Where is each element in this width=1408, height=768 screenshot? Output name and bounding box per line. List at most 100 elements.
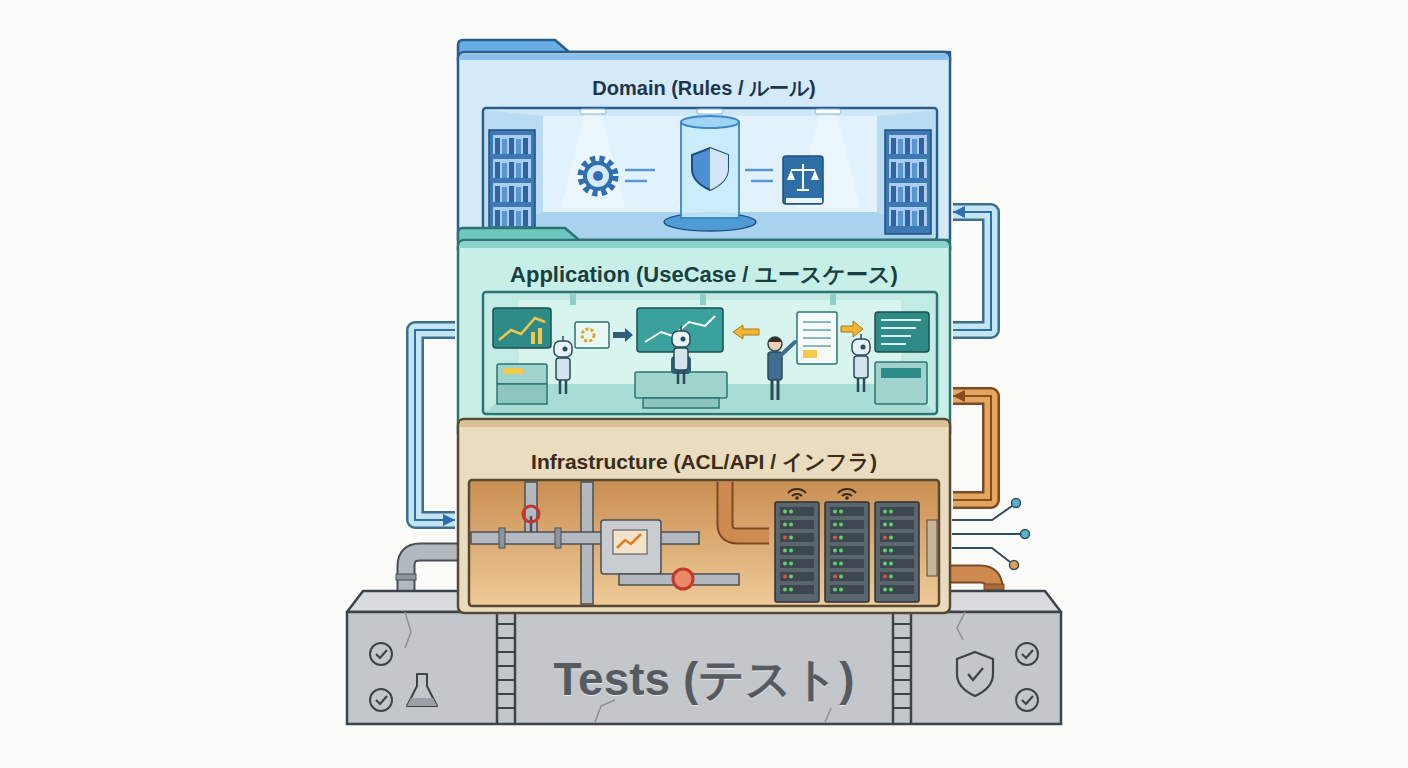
console	[875, 362, 927, 404]
illustration-part	[919, 186, 924, 202]
ceiling-fixture	[830, 293, 836, 305]
illustration-part	[625, 169, 655, 172]
server-rack	[775, 502, 819, 602]
illustration-part	[833, 575, 837, 579]
illustration-part	[881, 343, 906, 345]
illustration-part	[889, 523, 893, 527]
illustration-part	[613, 530, 647, 554]
illustration-part	[839, 549, 843, 553]
node-shape	[455, 226, 953, 442]
illustration-part	[791, 169, 815, 171]
illustration-part	[783, 549, 787, 553]
check-icon	[1016, 689, 1038, 711]
illustration-part	[582, 329, 594, 341]
illustration-part	[1021, 530, 1030, 539]
illustration-part	[891, 162, 896, 178]
illustration-part	[883, 588, 887, 592]
illustration-part	[883, 523, 887, 527]
illustration-part	[889, 135, 927, 154]
illustration-part	[912, 187, 917, 202]
illustration-part	[783, 588, 787, 592]
robot-figure	[672, 326, 690, 384]
illustration-part	[783, 536, 787, 540]
illustration-part	[485, 110, 543, 238]
illustration-part	[1010, 561, 1019, 570]
illustration-part	[957, 652, 993, 696]
illustration-part	[875, 502, 919, 602]
illustration-part	[495, 162, 500, 178]
illustration-part	[893, 707, 911, 709]
illustration-part	[789, 588, 793, 592]
illustration-part	[883, 549, 887, 553]
illustration-part	[780, 572, 814, 581]
illustration-part	[833, 562, 837, 566]
illustration-part	[830, 520, 864, 529]
illustration-part	[905, 162, 910, 178]
illustration-part	[585, 163, 611, 189]
valve-wheel	[673, 569, 693, 589]
illustration-part	[893, 651, 911, 653]
illustration-part	[493, 183, 531, 202]
illustration-part	[889, 536, 893, 540]
illustration-part	[789, 549, 793, 553]
ceiling-light	[580, 109, 606, 114]
illustration-part	[833, 510, 837, 514]
folder-body	[458, 240, 950, 439]
illustration-part	[789, 510, 793, 514]
pipe-body	[953, 212, 991, 330]
illustration-part	[672, 331, 690, 347]
illustration-part	[893, 679, 911, 681]
illustration-part	[692, 148, 728, 190]
illustration-part	[881, 335, 911, 337]
illustration-part	[854, 356, 868, 378]
illustration-part	[502, 187, 507, 202]
node-shape	[455, 38, 953, 248]
illustration-part	[780, 533, 814, 542]
illustration-part	[905, 138, 910, 154]
illustration-part	[783, 156, 823, 204]
illustration-part	[681, 116, 739, 128]
wifi-symbol	[788, 489, 806, 500]
illustration-part	[681, 337, 686, 342]
illustration-part	[523, 210, 528, 226]
illustration-part	[370, 689, 392, 711]
illustration-part	[509, 210, 514, 226]
illustration-part	[792, 494, 802, 496]
illustration-part	[889, 562, 893, 566]
illustration-part	[825, 502, 869, 602]
illustration-part	[1016, 643, 1038, 665]
illustration-part	[905, 186, 910, 202]
pipe-outline	[953, 396, 991, 500]
law-book	[783, 156, 823, 204]
illustration-part	[783, 510, 787, 514]
pipe-flange	[396, 574, 416, 580]
illustration-part	[493, 308, 551, 348]
illustration-part	[883, 562, 887, 566]
illustration-part	[613, 328, 633, 342]
illustration-part	[637, 308, 723, 352]
illustration-part	[891, 138, 896, 154]
folder-body	[458, 419, 950, 613]
illustration-part	[509, 138, 514, 154]
illustration-part	[523, 162, 528, 178]
illustration-part	[833, 536, 837, 540]
illustration-part	[839, 575, 843, 579]
illustration-part	[674, 348, 688, 370]
illustration-part	[502, 163, 507, 178]
monitor	[875, 312, 929, 352]
folder-body	[458, 52, 950, 245]
illustration-part	[771, 380, 774, 400]
illustration-part	[857, 378, 860, 392]
pipe-body	[953, 396, 991, 500]
illustration-part	[880, 585, 914, 594]
illustration-part	[497, 693, 515, 695]
illustration-part	[497, 651, 515, 653]
illustration-part	[898, 187, 903, 202]
illustration-part	[786, 198, 822, 203]
illustration-part	[839, 510, 843, 514]
illustration-part	[797, 312, 837, 364]
flow-arrow	[841, 321, 863, 337]
valve-stem	[530, 516, 533, 532]
illustration-part	[376, 650, 387, 658]
illustration-part	[538, 328, 542, 344]
